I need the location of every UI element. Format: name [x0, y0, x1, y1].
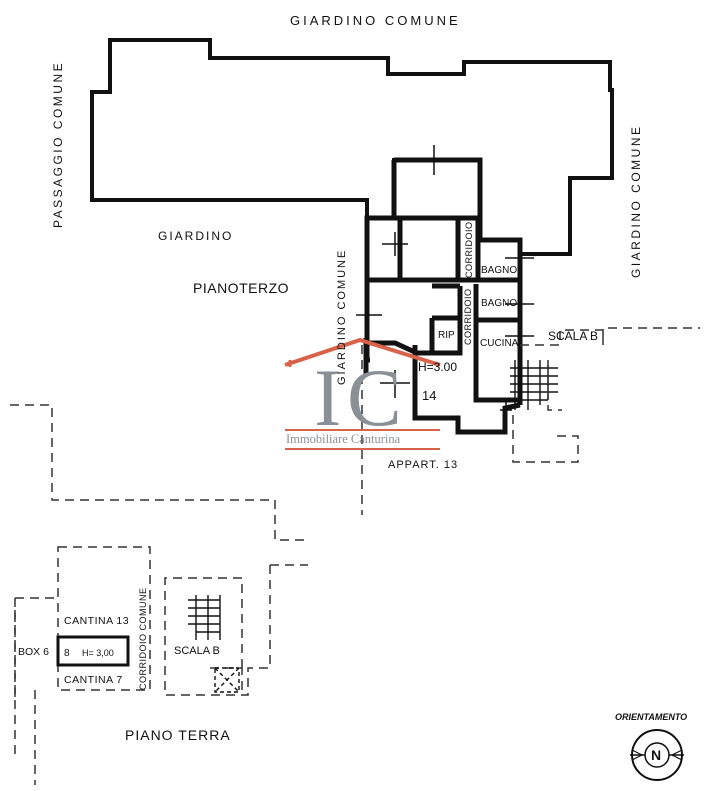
label-passaggio-comune: PASSAGGIO COMUNE: [51, 61, 65, 228]
watermark-logo: I C Immobiliare Canturina: [284, 337, 441, 450]
watermark-name: Immobiliare Canturina: [286, 432, 401, 446]
building-outline: [90, 38, 614, 256]
wall-ticks: [356, 145, 534, 420]
label-corridoio-2: CORRIDOIO: [463, 288, 473, 345]
label-corridoio-comune: CORRIDOIO COMUNE: [138, 588, 148, 691]
label-piano-terzo: PIANOTERZO: [193, 280, 289, 296]
watermark-initial-i: I: [314, 352, 341, 443]
dashed-outlines: [10, 327, 700, 785]
watermark-initial-c: C: [347, 352, 402, 443]
label-height-lower: H= 3,00: [82, 648, 114, 658]
label-bagno-1: BAGNO: [481, 265, 517, 276]
label-cantina-7: CANTINA 7: [64, 674, 123, 686]
label-appart-13: APPART. 13: [388, 459, 458, 471]
label-corridoio-1: CORRIDOIO: [464, 221, 474, 278]
label-giardino-left: GIARDINO: [158, 229, 233, 243]
label-height-upper: H=3.00: [418, 360, 457, 374]
label-scala-b-lower: SCALA B: [174, 645, 220, 657]
label-scala-b-upper: SCALA B: [548, 329, 598, 343]
box-6-outline: [56, 635, 130, 667]
label-box-6: BOX 6: [18, 646, 49, 658]
label-rip: RIP: [438, 330, 455, 341]
label-bagno-2: BAGNO: [481, 298, 517, 309]
label-apartment-number: 14: [422, 388, 436, 403]
label-giardino-comune-center: GIARDINO COMUNE: [336, 249, 348, 385]
label-box-number: 8: [64, 648, 70, 659]
label-cantina-13: CANTINA 13: [64, 615, 129, 627]
label-cucina: CUCINA: [480, 338, 519, 349]
label-giardino-comune-right: GIARDINO COMUNE: [629, 124, 643, 278]
north-letter: N: [651, 747, 661, 763]
label-piano-terra: PIANO TERRA: [125, 727, 231, 743]
north-compass-icon: N: [630, 729, 684, 781]
label-giardino-comune-top: GIARDINO COMUNE: [290, 13, 461, 28]
stairs-lower: [188, 595, 240, 693]
label-orientamento: ORIENTAMENTO: [615, 712, 687, 722]
